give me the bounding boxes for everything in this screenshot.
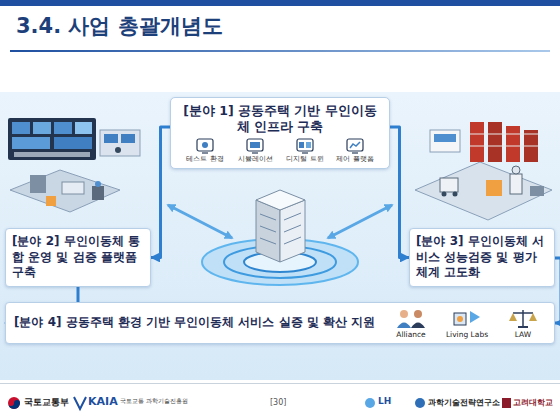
- function-item: 테스트 환경: [183, 138, 227, 163]
- function-item: 디지털 트윈: [283, 138, 327, 163]
- node-title: [분야 2] 무인이동체 통합 운영 및 검증 플랫폼 구축: [12, 234, 144, 281]
- node-title: 제어 플랫폼: [336, 155, 373, 163]
- support-icon: [450, 307, 484, 329]
- robot-service-illustration: [415, 122, 552, 220]
- support-icon: [394, 307, 428, 329]
- function-icon: [346, 138, 364, 154]
- node-title: 테스트 환경: [186, 155, 223, 163]
- function-item: 시뮬레이션: [233, 138, 277, 163]
- university-name: 고려대학교: [513, 397, 553, 408]
- node-title: [분야 4] 공동주택 환경 기반 무인이동체 서비스 실증 및 확산 지원: [14, 315, 388, 331]
- function-icon: [296, 138, 314, 154]
- lh-logo: LH: [378, 396, 391, 406]
- control-room-illustration: [8, 118, 140, 212]
- function-icon: [246, 138, 264, 154]
- institute-name: 과학기술전략연구소: [428, 397, 500, 408]
- node-title: [분야 1] 공동주택 기반 무인이동체 인프라 구축: [177, 103, 383, 134]
- page-title: 3.4. 사업 총괄개념도: [16, 12, 223, 40]
- field-band: [분야 4] 공동주택 환경 기반 무인이동체 서비스 실증 및 확산 지원Al…: [5, 302, 555, 344]
- function-item: 제어 플랫폼: [333, 138, 377, 163]
- node-title: Living Labs: [446, 330, 488, 339]
- flow-arrow: [151, 127, 170, 257]
- function-icon: [196, 138, 214, 154]
- apartment-building-illustration: [202, 190, 358, 285]
- node-title: LAW: [515, 330, 532, 339]
- item-row: 테스트 환경 시뮬레이션 디지털 트윈 제어 플랫폼: [177, 138, 383, 163]
- node-title: Alliance: [396, 330, 425, 339]
- support-icon: [506, 307, 540, 329]
- field-box: [분야 2] 무인이동체 통합 운영 및 검증 플랫폼 구축: [5, 228, 151, 287]
- field-box: [분야 1] 공동주택 기반 무인이동체 인프라 구축테스트 환경 시뮬레이션 디지…: [170, 97, 390, 169]
- field-box: [분야 3] 무인이동체 서비스 성능검증 및 평가체계 고도화: [409, 228, 555, 287]
- node-title: [분야 3] 무인이동체 서비스 성능검증 및 평가체계 고도화: [416, 234, 548, 281]
- support-item: LAW: [500, 307, 546, 339]
- center-double-arrows: [168, 205, 392, 238]
- flow-arrow: [390, 127, 409, 257]
- agency-logo: KAIA: [88, 395, 118, 408]
- footer-emblems: [8, 397, 511, 409]
- node-title: 디지털 트윈: [286, 155, 323, 163]
- node-title: 시뮬레이션: [238, 155, 273, 163]
- support-item: Living Labs: [444, 307, 490, 339]
- agency-name: 국토교통 과학기술진흥원: [120, 397, 188, 406]
- page-number: [30]: [270, 398, 286, 407]
- item-row: Alliance Living Labs LAW: [388, 307, 546, 339]
- ministry-name: 국토교통부: [24, 396, 69, 409]
- support-item: Alliance: [388, 307, 434, 339]
